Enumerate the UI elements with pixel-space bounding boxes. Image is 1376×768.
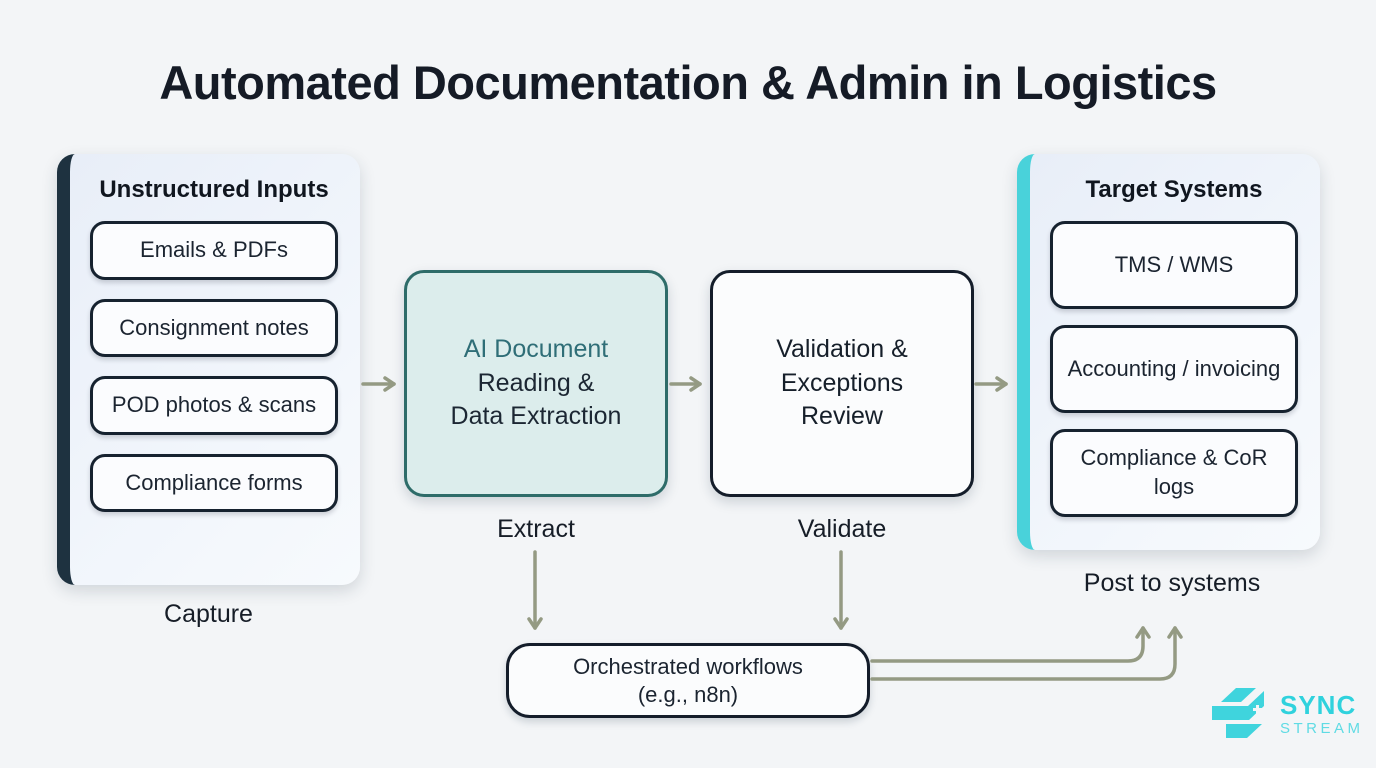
stage-label-post-to-systems: Post to systems (1083, 569, 1261, 597)
unstructured-inputs-list: Emails & PDFs Consignment notes POD phot… (90, 221, 338, 513)
target-item-compliance-cor-logs: Compliance & CoR logs (1050, 429, 1298, 517)
input-item-pod-photos-scans: POD photos & scans (90, 376, 338, 435)
target-systems-panel: Target Systems TMS / WMS Accounting / in… (1017, 154, 1320, 550)
orchestrated-workflows-box: Orchestrated workflows (e.g., n8n) (506, 643, 870, 718)
ai-document-extraction-box: AI Document Reading & Data Extraction (404, 270, 668, 497)
input-item-emails-pdfs: Emails & PDFs (90, 221, 338, 280)
stage-label-validate: Validate (797, 515, 887, 543)
logo-subtitle: STREAM (1280, 719, 1364, 737)
page-title: Automated Documentation & Admin in Logis… (159, 56, 1217, 109)
unstructured-inputs-header: Unstructured Inputs (99, 176, 329, 203)
target-item-accounting-invoicing: Accounting / invoicing (1050, 325, 1298, 413)
arrow-workflows-to-systems-2 (870, 626, 1183, 681)
ai-document-extraction-line1: AI Document (463, 334, 609, 363)
stage-label-extract: Extract (497, 515, 575, 543)
input-item-consignment-notes: Consignment notes (90, 298, 338, 358)
syncstream-logo-text: SYNC STREAM (1280, 692, 1364, 737)
logo-name: SYNC (1280, 690, 1357, 721)
validation-exceptions-line1: Validation & (776, 334, 908, 363)
validation-exceptions-line2: Exceptions (780, 368, 904, 397)
ai-document-extraction-line3: Data Extraction (450, 402, 622, 431)
syncstream-logo: SYNC STREAM (1210, 686, 1364, 744)
target-systems-list: TMS / WMS Accounting / invoicing Complia… (1050, 221, 1298, 517)
orchestrated-workflows-line2: (e.g., n8n) (637, 681, 739, 707)
validation-exceptions-box: Validation & Exceptions Review (710, 270, 974, 497)
orchestrated-workflows-line1: Orchestrated workflows (573, 654, 803, 679)
stage-label-capture: Capture (164, 600, 253, 628)
target-systems-header: Target Systems (1085, 176, 1263, 203)
syncstream-logo-icon (1212, 688, 1264, 738)
unstructured-inputs-panel: Unstructured Inputs Emails & PDFs Consig… (57, 154, 360, 585)
target-item-tms-wms: TMS / WMS (1050, 221, 1298, 309)
ai-document-extraction-line2: Reading & (477, 368, 595, 397)
validation-exceptions-line3: Review (801, 402, 883, 431)
arrow-workflows-to-systems-1 (870, 626, 1151, 663)
input-item-compliance-forms: Compliance forms (90, 453, 338, 513)
